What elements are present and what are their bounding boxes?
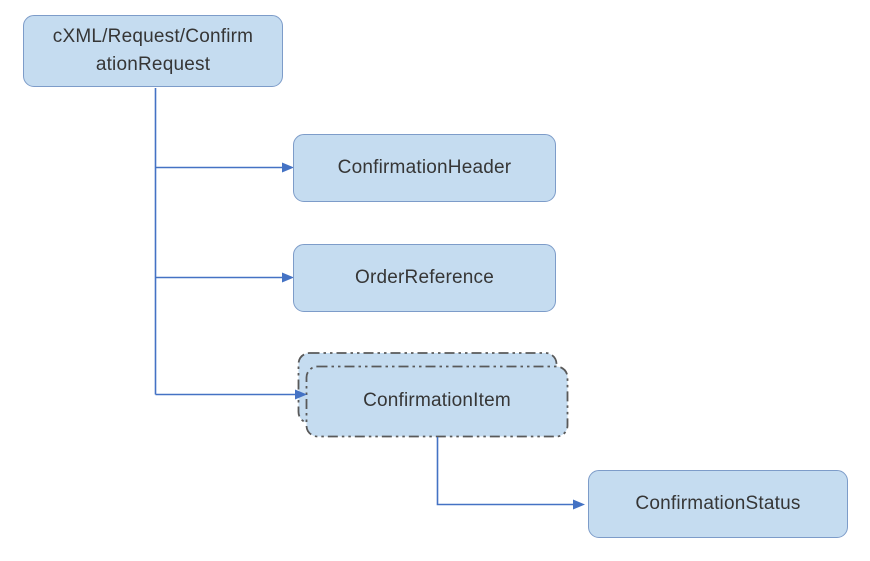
node-confirmation-header: ConfirmationHeader <box>293 134 556 202</box>
node-confirmation-status: ConfirmationStatus <box>588 470 848 538</box>
confirmation-item-front-shape <box>305 365 569 438</box>
node-confirmation-item: ConfirmationItem <box>306 366 568 436</box>
node-label: cXML/Request/Confirm ationRequest <box>53 23 253 79</box>
node-label: ConfirmationHeader <box>337 157 512 178</box>
node-label-line2: ationRequest <box>95 54 211 75</box>
connector-to-confirmation-status <box>436 437 585 510</box>
node-cxml-request-confirmation-request: cXML/Request/Confirm ationRequest <box>23 15 283 87</box>
node-label: ConfirmationStatus <box>635 493 801 514</box>
node-order-reference: OrderReference <box>293 244 556 312</box>
node-label: ConfirmationItem <box>363 390 511 411</box>
node-label: OrderReference <box>354 267 495 288</box>
node-label-line1: cXML/Request/Confirm <box>52 26 254 47</box>
